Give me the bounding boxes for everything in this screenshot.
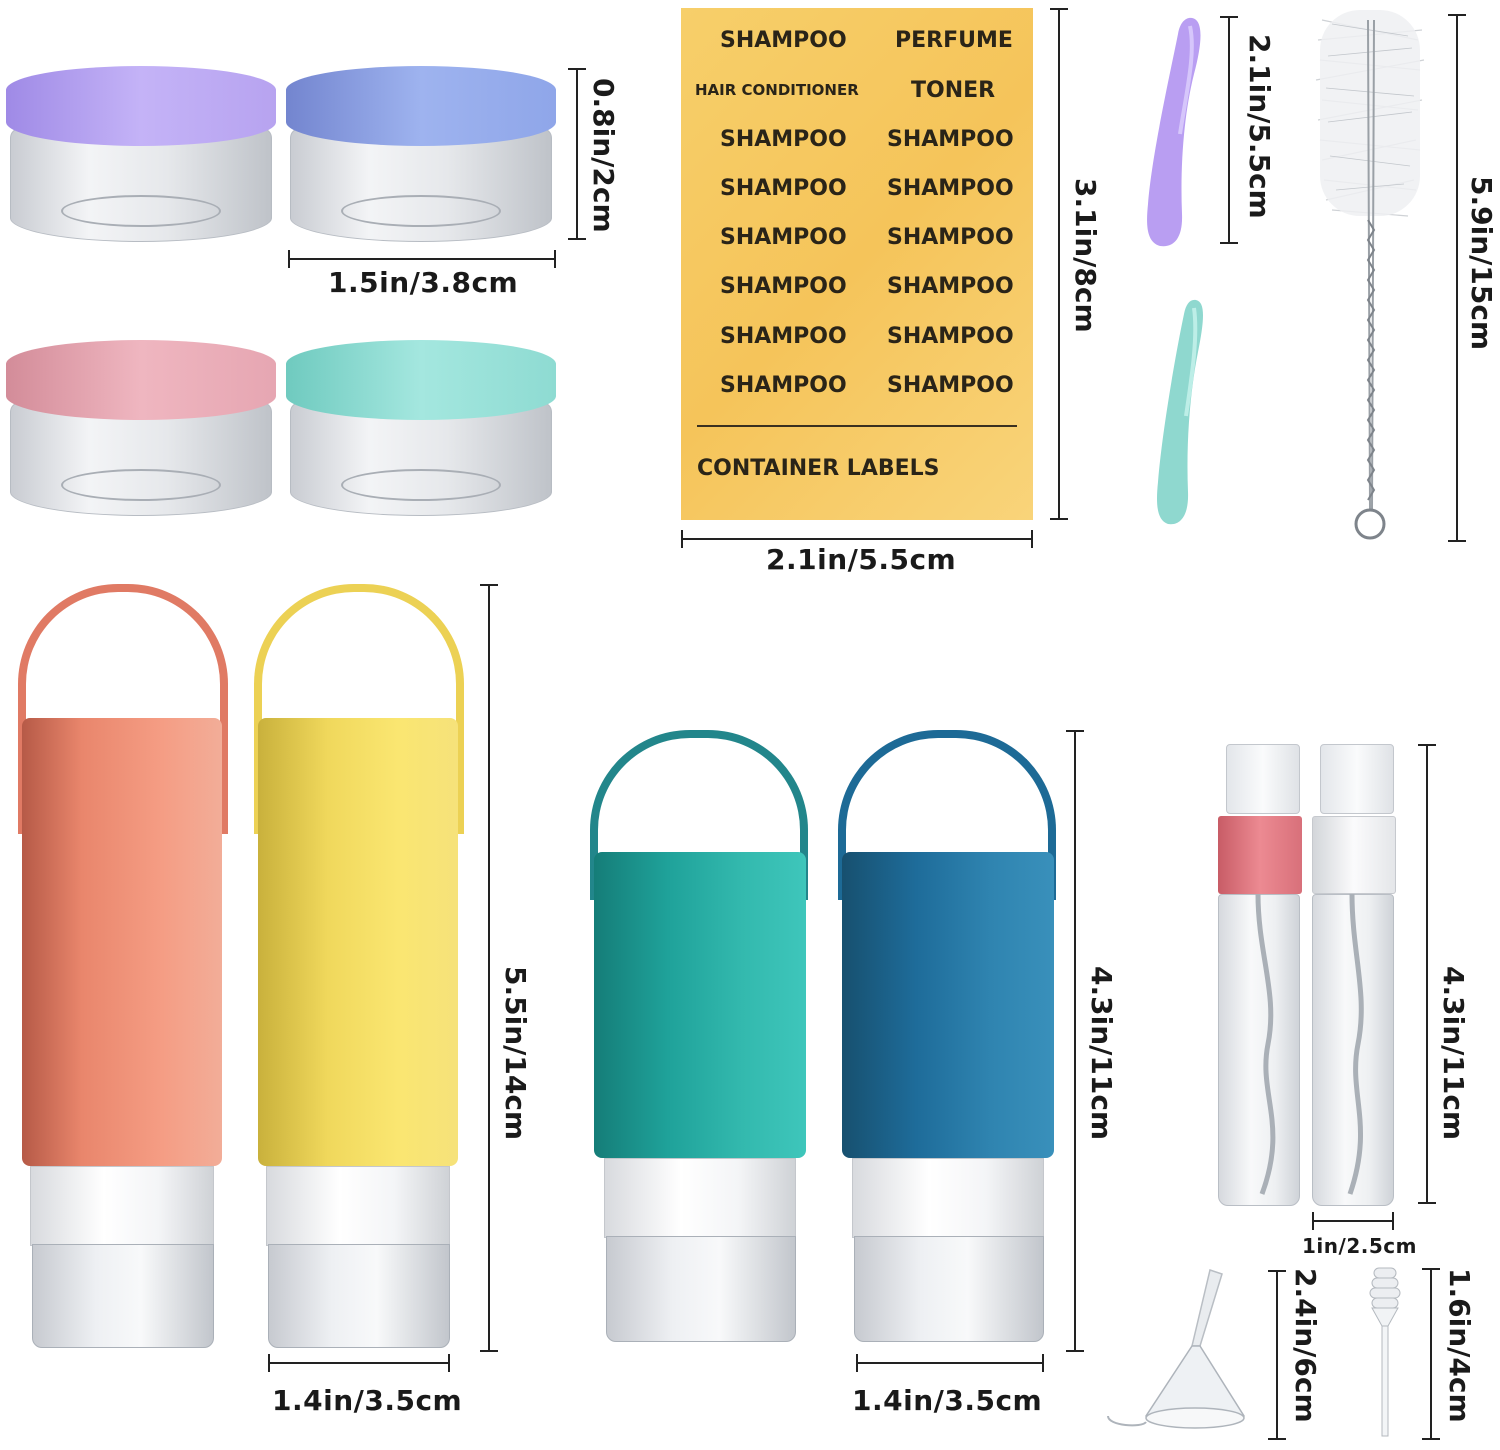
cleaning-brush — [1315, 10, 1425, 540]
bottle-sleeve — [22, 718, 222, 1166]
bottle-cap — [854, 1236, 1044, 1342]
spray-height-line — [1418, 744, 1436, 1204]
brush-length-line — [1448, 14, 1466, 542]
spray-width-label: 1in/2.5cm — [1302, 1234, 1417, 1258]
label-width-label: 2.1in/5.5cm — [766, 543, 957, 576]
bottle-neck — [604, 1158, 796, 1238]
bottle-neck — [852, 1158, 1044, 1238]
label-shampoo: SHAMPOO — [720, 225, 847, 250]
label-shampoo: SHAMPOO — [887, 225, 1014, 250]
bottle-cap — [606, 1236, 796, 1342]
jar-body — [10, 128, 272, 242]
bottle-neck — [30, 1166, 214, 1246]
jar-width-line — [288, 250, 556, 268]
label-divider — [697, 425, 1017, 427]
label-hair-conditioner: HAIR CONDITIONER — [695, 81, 859, 99]
label-shampoo: SHAMPOO — [720, 324, 847, 349]
large-bottle-height-label: 5.5in/14cm — [499, 966, 532, 1141]
bottle-handle — [18, 584, 228, 834]
spatula-length-label: 2.1in/5.5cm — [1243, 34, 1276, 219]
spatula-length-line — [1220, 16, 1238, 244]
label-shampoo: SHAMPOO — [887, 176, 1014, 201]
bottle-sleeve — [594, 852, 806, 1158]
label-shampoo: SHAMPOO — [887, 324, 1014, 349]
spray-cap — [1226, 744, 1300, 814]
jar-height-label: 0.8in/2cm — [587, 78, 620, 233]
medium-bottle-height-label: 4.3in/11cm — [1085, 966, 1118, 1141]
label-shampoo: SHAMPOO — [887, 274, 1014, 299]
spray-bottle-body — [1218, 894, 1300, 1206]
container-label-sheet: SHAMPOO PERFUME HAIR CONDITIONER TONER S… — [681, 8, 1033, 520]
jar-width-label: 1.5in/3.8cm — [328, 266, 519, 299]
jar-height-line — [568, 68, 586, 240]
jar-body — [10, 402, 272, 516]
spray-bottle-body — [1312, 894, 1394, 1206]
label-height-label: 3.1in/8cm — [1069, 178, 1102, 333]
bottle-handle — [590, 730, 808, 900]
label-perfume: PERFUME — [895, 28, 1013, 53]
jar-lid — [6, 340, 276, 420]
funnel — [1107, 1269, 1245, 1429]
jar-body — [290, 402, 552, 516]
bottle-sleeve — [258, 718, 458, 1166]
container-labels-caption: CONTAINER LABELS — [697, 456, 940, 481]
pipette — [1369, 1267, 1401, 1437]
spray-width-line — [1312, 1212, 1394, 1230]
label-width-line — [681, 530, 1033, 548]
medium-bottle-width-line — [856, 1354, 1044, 1372]
jar-body — [290, 128, 552, 242]
spatula-mint — [1157, 299, 1203, 525]
bottle-cap — [32, 1244, 214, 1348]
label-toner: TONER — [911, 78, 996, 103]
bottle-handle — [838, 730, 1056, 900]
medium-bottle-width-label: 1.4in/3.5cm — [852, 1384, 1043, 1417]
bottle-sleeve — [842, 852, 1054, 1158]
label-shampoo: SHAMPOO — [887, 127, 1014, 152]
bottle-handle — [254, 584, 464, 834]
large-bottle-height-line — [480, 584, 498, 1352]
label-height-line — [1050, 8, 1068, 520]
jar-lid — [6, 66, 276, 146]
jar-lid — [286, 66, 556, 146]
bottle-neck — [266, 1166, 450, 1246]
pipette-height-line — [1422, 1268, 1440, 1440]
spray-height-label: 4.3in/11cm — [1437, 966, 1470, 1141]
funnel-height-line — [1268, 1270, 1286, 1440]
spatula-purple — [1147, 17, 1201, 247]
large-bottle-width-label: 1.4in/3.5cm — [272, 1384, 463, 1417]
funnel-height-label: 2.4in/6cm — [1289, 1268, 1322, 1423]
large-bottle-width-line — [268, 1354, 450, 1372]
brush-length-label: 5.9in/15cm — [1465, 176, 1498, 351]
pipette-height-label: 1.6in/4cm — [1443, 1268, 1476, 1423]
jar-lid — [286, 340, 556, 420]
label-shampoo: SHAMPOO — [720, 373, 847, 398]
label-shampoo: SHAMPOO — [720, 28, 847, 53]
label-shampoo: SHAMPOO — [720, 127, 847, 152]
spray-collar-white — [1312, 816, 1396, 894]
spray-cap — [1320, 744, 1394, 814]
label-shampoo: SHAMPOO — [720, 274, 847, 299]
label-shampoo: SHAMPOO — [887, 373, 1014, 398]
medium-bottle-height-line — [1066, 730, 1084, 1352]
bottle-cap — [268, 1244, 450, 1348]
spray-dip-tubes — [1255, 894, 1364, 1195]
label-shampoo: SHAMPOO — [720, 176, 847, 201]
spray-collar-red — [1218, 816, 1302, 894]
